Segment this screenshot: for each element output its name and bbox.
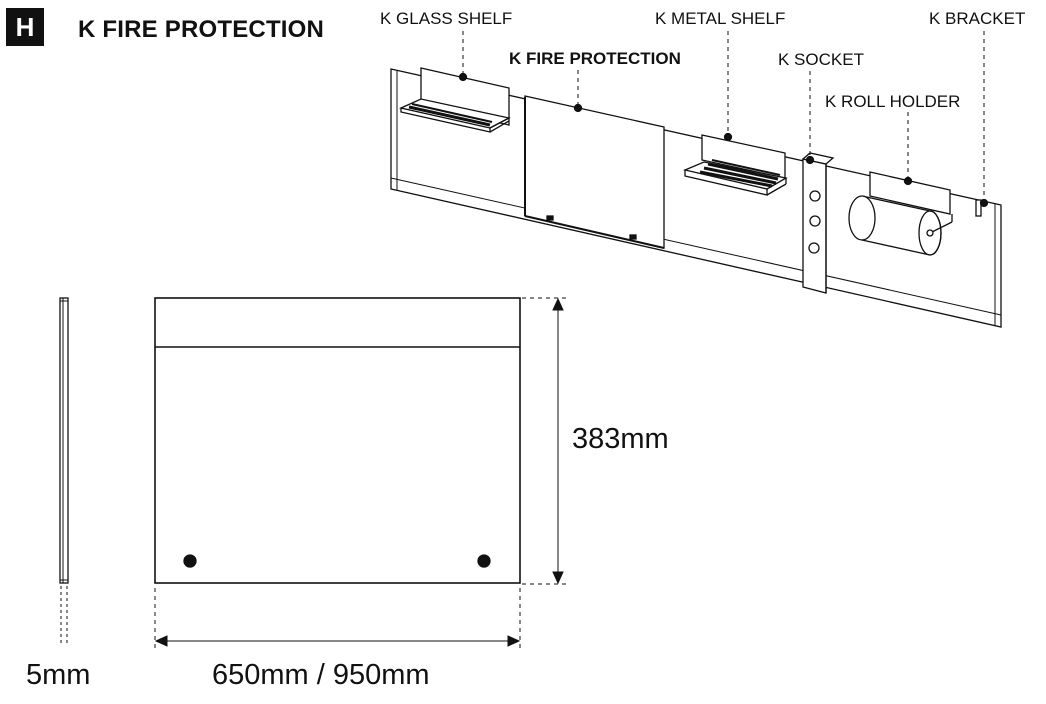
page-title: K FIRE PROTECTION [78, 16, 325, 43]
width-dimension [154, 588, 521, 650]
callout-bracket: K BRACKET [929, 9, 1026, 28]
side-view [59, 297, 69, 645]
height-dimension [522, 297, 568, 585]
glass-shelf [398, 67, 511, 133]
thickness-label: 5mm [26, 659, 91, 691]
leader-lines [462, 31, 985, 203]
height-label: 383mm [572, 423, 669, 455]
roll-holder [848, 171, 953, 256]
section-badge: H [6, 8, 44, 46]
callout-fire-protection: K FIRE PROTECTION [509, 49, 681, 68]
fire-protection-panel-3d [524, 95, 665, 249]
callout-socket: K SOCKET [778, 50, 864, 69]
socket-unit [801, 152, 835, 294]
callout-glass-shelf: K GLASS SHELF [380, 9, 513, 28]
callout-metal-shelf: K METAL SHELF [655, 9, 786, 28]
width-label: 650mm / 950mm [212, 659, 430, 691]
callout-roll-holder: K ROLL HOLDER [825, 92, 961, 111]
metal-shelf [682, 132, 788, 196]
front-view [154, 297, 521, 584]
